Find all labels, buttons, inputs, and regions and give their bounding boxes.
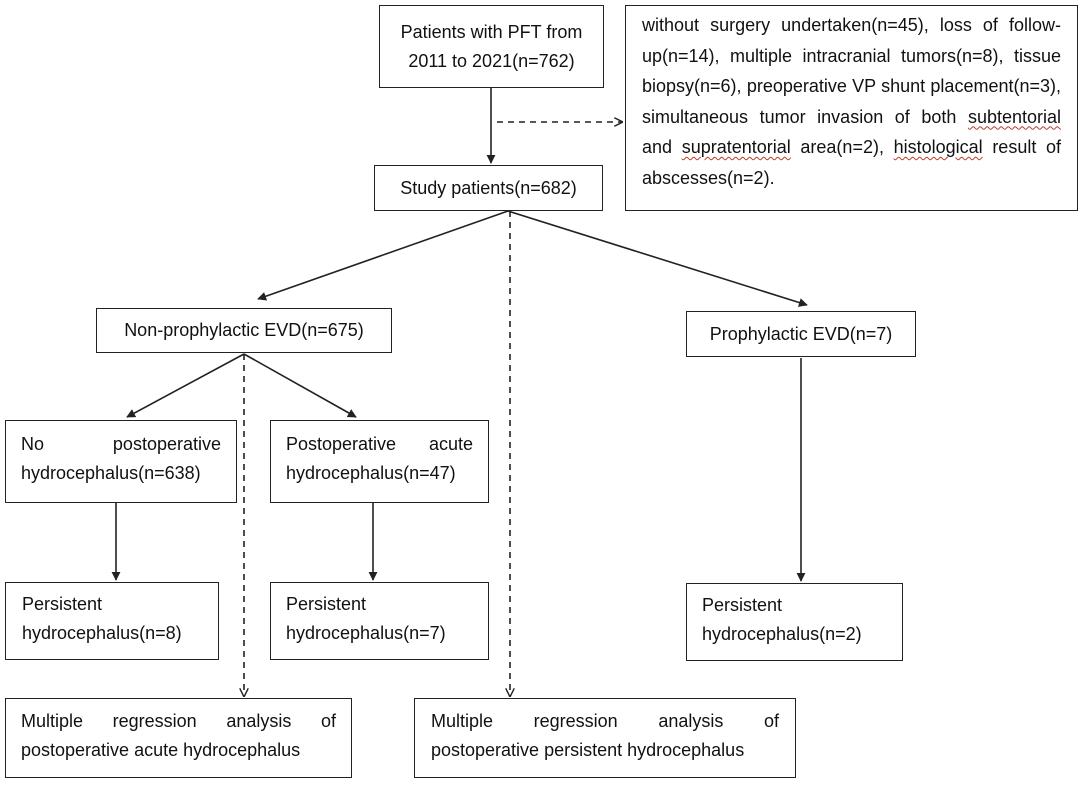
spellcheck-word: subtentorial [967,106,1061,127]
arrow-study-to-nonprophylactic [257,210,509,301]
spellcheck-word: histological [893,137,983,157]
regression-persistent-box: Multiple regression analysis of postoper… [414,698,796,778]
regression-acute-box: Multiple regression analysis of postoper… [5,698,352,778]
arrow-study-to-prophylactic [507,210,808,307]
non-prophylactic-evd-box: Non-prophylactic EVD(n=675) [96,308,392,353]
no-postoperative-hydrocephalus-box: No postoperative hydrocephalus(n=638) [5,420,237,503]
spellcheck-word: supratentorial [681,137,791,157]
study-patients-box: Study patients(n=682) [374,165,603,211]
persistent-hydrocephalus-box-a: Persistent hydrocephalus(n=8) [5,582,219,660]
patients-all-text: Patients with PFT from 2011 to 2021(n=76… [400,21,583,71]
persistent-hydrocephalus-box-c: Persistent hydrocephalus(n=2) [686,583,903,661]
patients-all-box: Patients with PFT from 2011 to 2021(n=76… [379,5,604,88]
postoperative-acute-hydrocephalus-box: Postoperative acute hydrocephalus(n=47) [270,420,489,503]
prophylactic-evd-box: Prophylactic EVD(n=7) [686,311,916,357]
persistent-hydrocephalus-box-b: Persistent hydrocephalus(n=7) [270,582,489,660]
arrow-nonprophylactic-to-acute [243,353,357,418]
arrow-nonprophylactic-to-no-hydro [126,353,245,418]
exclusion-criteria-box: without surgery undertaken(n=45), loss o… [625,5,1078,211]
